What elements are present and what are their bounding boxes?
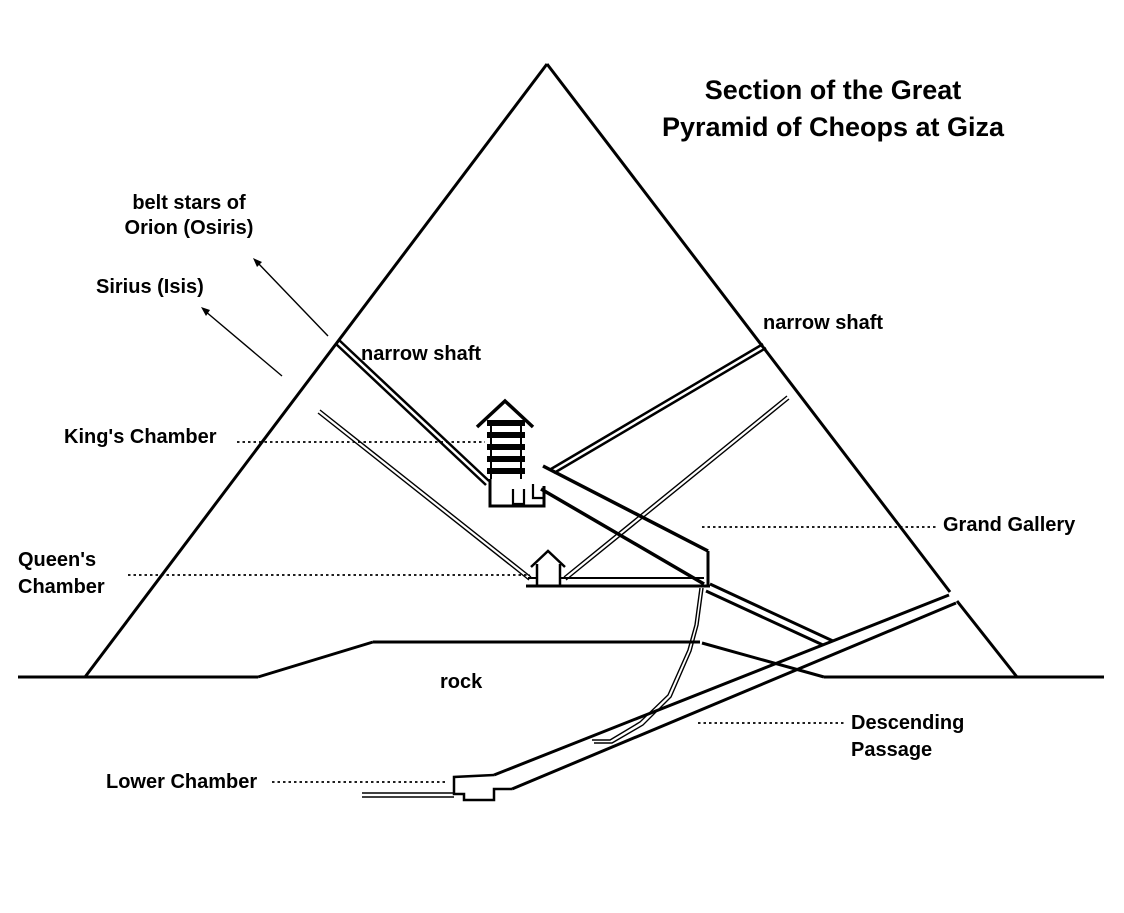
queens-chamber-line1: Queen's — [18, 549, 97, 571]
label-sirius: Sirius (Isis) — [96, 276, 204, 298]
narrow-shaft-right-line — [550, 342, 767, 475]
well-shaft-line — [592, 587, 704, 744]
belt-stars-line1: belt stars of — [132, 192, 246, 214]
label-descending-passage: Descending Passage — [851, 710, 964, 764]
lower-chamber-structure — [362, 773, 512, 802]
diagram-title: Section of the Great Pyramid of Cheops a… — [633, 72, 1033, 146]
queens-chamber-line2: Chamber — [18, 576, 105, 598]
label-narrow-shaft-left: narrow shaft — [361, 343, 482, 365]
queens-chamber-structure — [526, 549, 710, 588]
queens-shaft-right-line — [563, 395, 790, 581]
belt-stars-line2: Orion (Osiris) — [124, 217, 254, 239]
label-queens-chamber: Queen's Chamber — [18, 547, 105, 601]
label-lower-chamber: Lower Chamber — [106, 771, 258, 793]
label-leader-lines — [128, 441, 936, 783]
descending-passage-line2: Passage — [851, 739, 933, 761]
descending-passage-line1: Descending — [851, 712, 965, 734]
ascending-passage-line — [705, 582, 834, 647]
narrow-shaft-left-line — [335, 339, 490, 486]
label-narrow-shaft-right: narrow shaft — [763, 312, 884, 334]
orion-arrow — [253, 258, 329, 337]
label-grand-gallery: Grand Gallery — [943, 514, 1076, 536]
label-kings-chamber: King's Chamber — [64, 426, 217, 448]
queens-shaft-left-line — [317, 409, 532, 581]
label-rock: rock — [440, 671, 483, 693]
diagram-title-line1: Section of the Great — [704, 75, 962, 105]
diagram-title-line2: Pyramid of Cheops at Giza — [661, 112, 1005, 142]
kings-chamber-structure — [475, 398, 546, 508]
grand-gallery-structure — [540, 464, 710, 586]
sirius-arrow — [201, 307, 283, 377]
descending-passage-line — [493, 593, 957, 791]
ground-rock-line — [18, 640, 1104, 679]
label-belt-stars-orion: belt stars of Orion (Osiris) — [116, 191, 262, 241]
